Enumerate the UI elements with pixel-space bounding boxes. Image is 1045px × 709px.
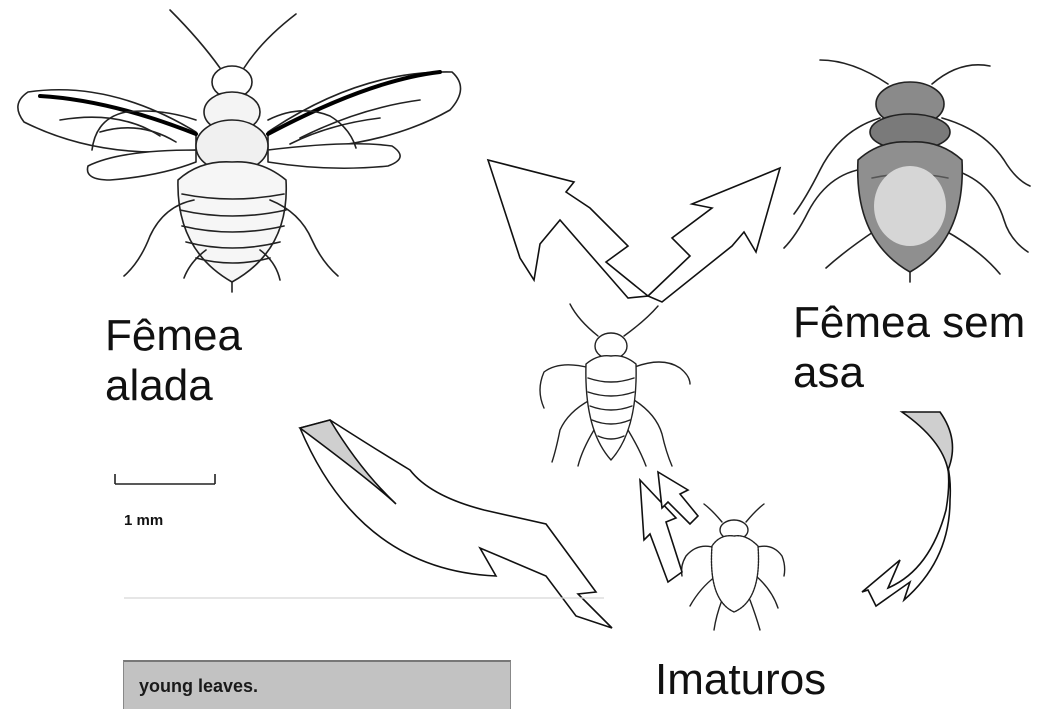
scale-bar: [115, 474, 215, 484]
young-nymph-illustration: [682, 504, 785, 630]
wingless-female-label: Fêmea sem asa: [793, 298, 1025, 398]
winged-female-label: Fêmea alada: [105, 311, 242, 411]
nymph-aphid-illustration: [540, 304, 690, 466]
wingless-aphid-illustration: [784, 60, 1030, 282]
caption-fragment-box: young leaves.: [123, 660, 511, 709]
winged-aphid-illustration: [18, 10, 461, 292]
caption-fragment-text: young leaves.: [139, 676, 258, 697]
cycle-arrow: [488, 160, 648, 298]
scale-bar-label: 1 mm: [124, 512, 163, 529]
cycle-arrow: [648, 168, 780, 302]
cycle-arrow: [902, 412, 953, 470]
immatures-label: Imaturos: [655, 655, 826, 705]
